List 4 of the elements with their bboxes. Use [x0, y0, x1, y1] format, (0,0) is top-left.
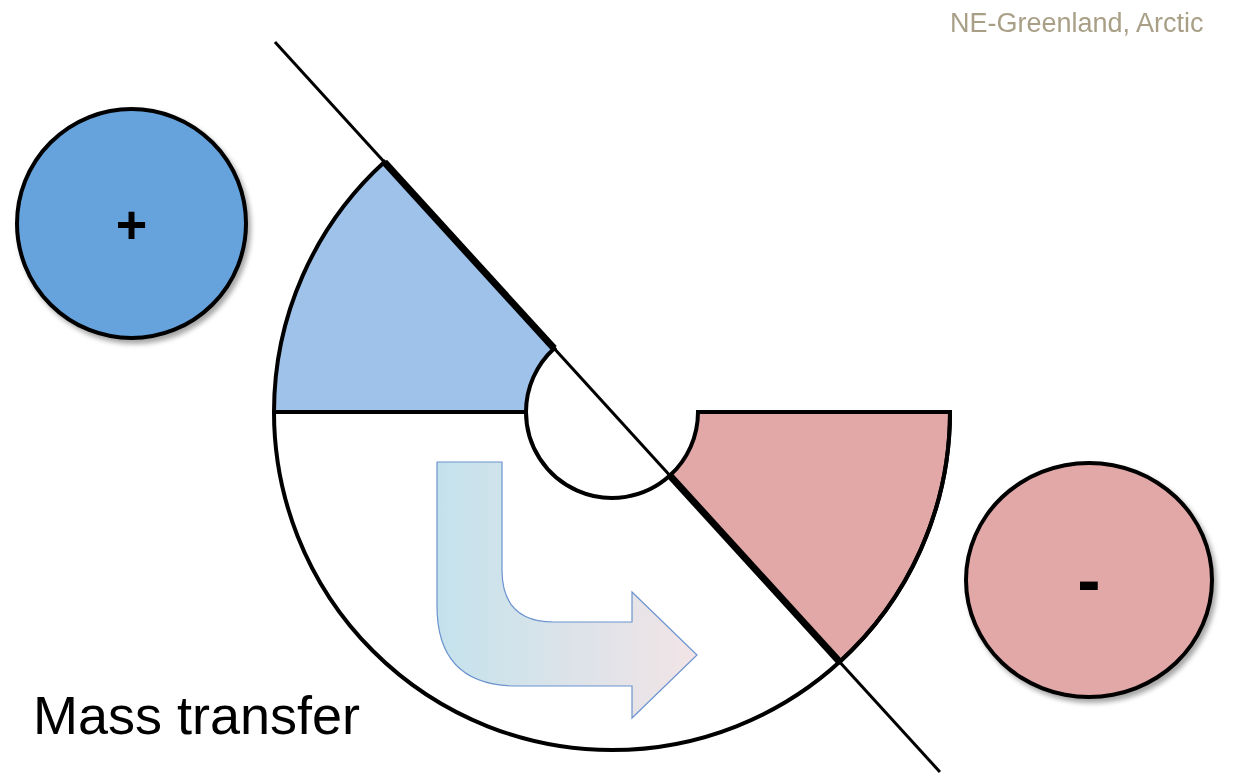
- charge-sign: -: [1077, 545, 1101, 615]
- process-label: Mass transfer: [33, 684, 361, 746]
- location-label: NE-Greenland, Arctic: [950, 8, 1204, 39]
- charge-sign: +: [115, 196, 148, 251]
